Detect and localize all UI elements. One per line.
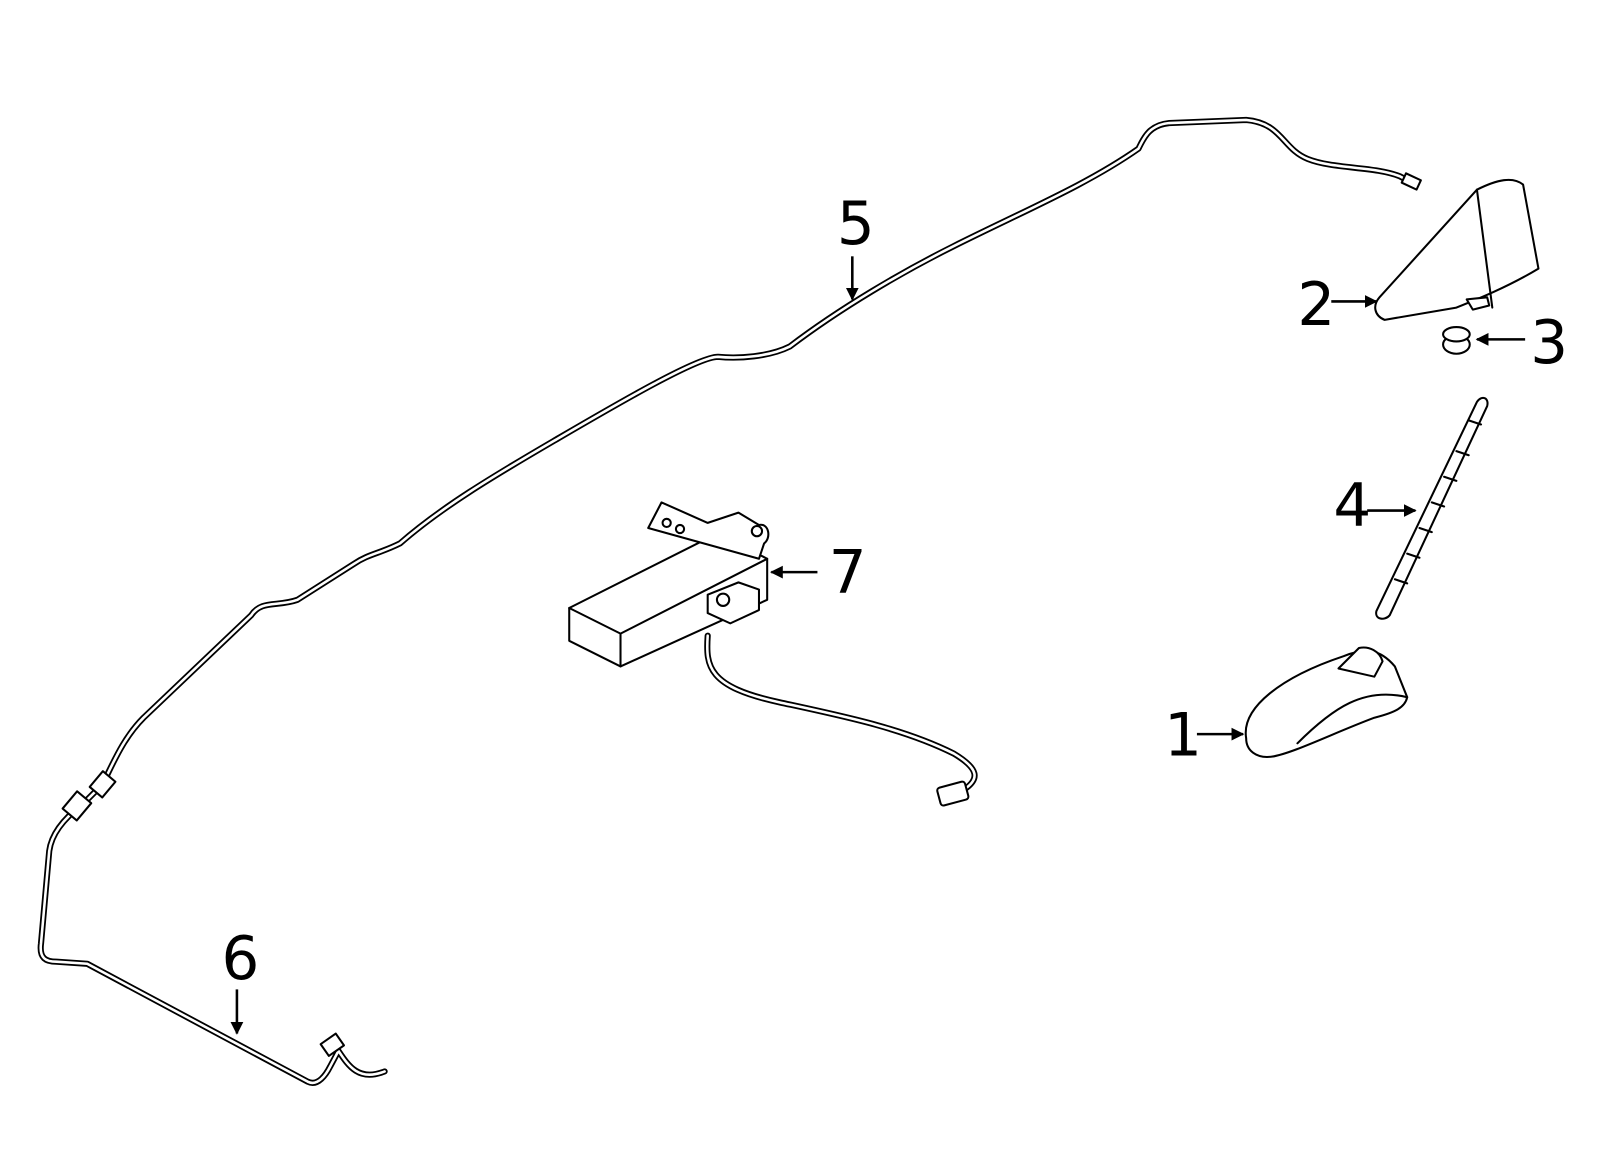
callout-1: 1 (1164, 702, 1245, 771)
cable-end-connector (1400, 172, 1422, 191)
callout-label: 1 (1164, 702, 1202, 771)
callout-4: 4 (1333, 472, 1417, 541)
callout-5: 5 (837, 190, 875, 301)
amplifier-module (568, 501, 978, 807)
antenna-mast (1375, 396, 1489, 620)
module-connector (936, 780, 970, 807)
shark-fin-antenna-base (1244, 646, 1409, 758)
callout-label: 4 (1333, 472, 1371, 541)
nut (1442, 326, 1471, 355)
callout-label: 5 (837, 190, 875, 259)
callout-7: 7 (770, 539, 867, 608)
antenna-cable-main (37, 116, 1422, 1086)
callout-label: 7 (829, 539, 867, 608)
callout-3: 3 (1475, 309, 1568, 378)
cable-connector (88, 770, 117, 799)
antenna-cover (1374, 178, 1540, 321)
cable-connector (61, 790, 93, 822)
callout-label: 6 (222, 925, 260, 994)
callout-6: 6 (222, 925, 260, 1035)
cable-end-connector (319, 1032, 346, 1057)
callout-label: 2 (1297, 271, 1335, 340)
callout-2: 2 (1297, 271, 1378, 340)
callout-label: 3 (1530, 309, 1568, 378)
